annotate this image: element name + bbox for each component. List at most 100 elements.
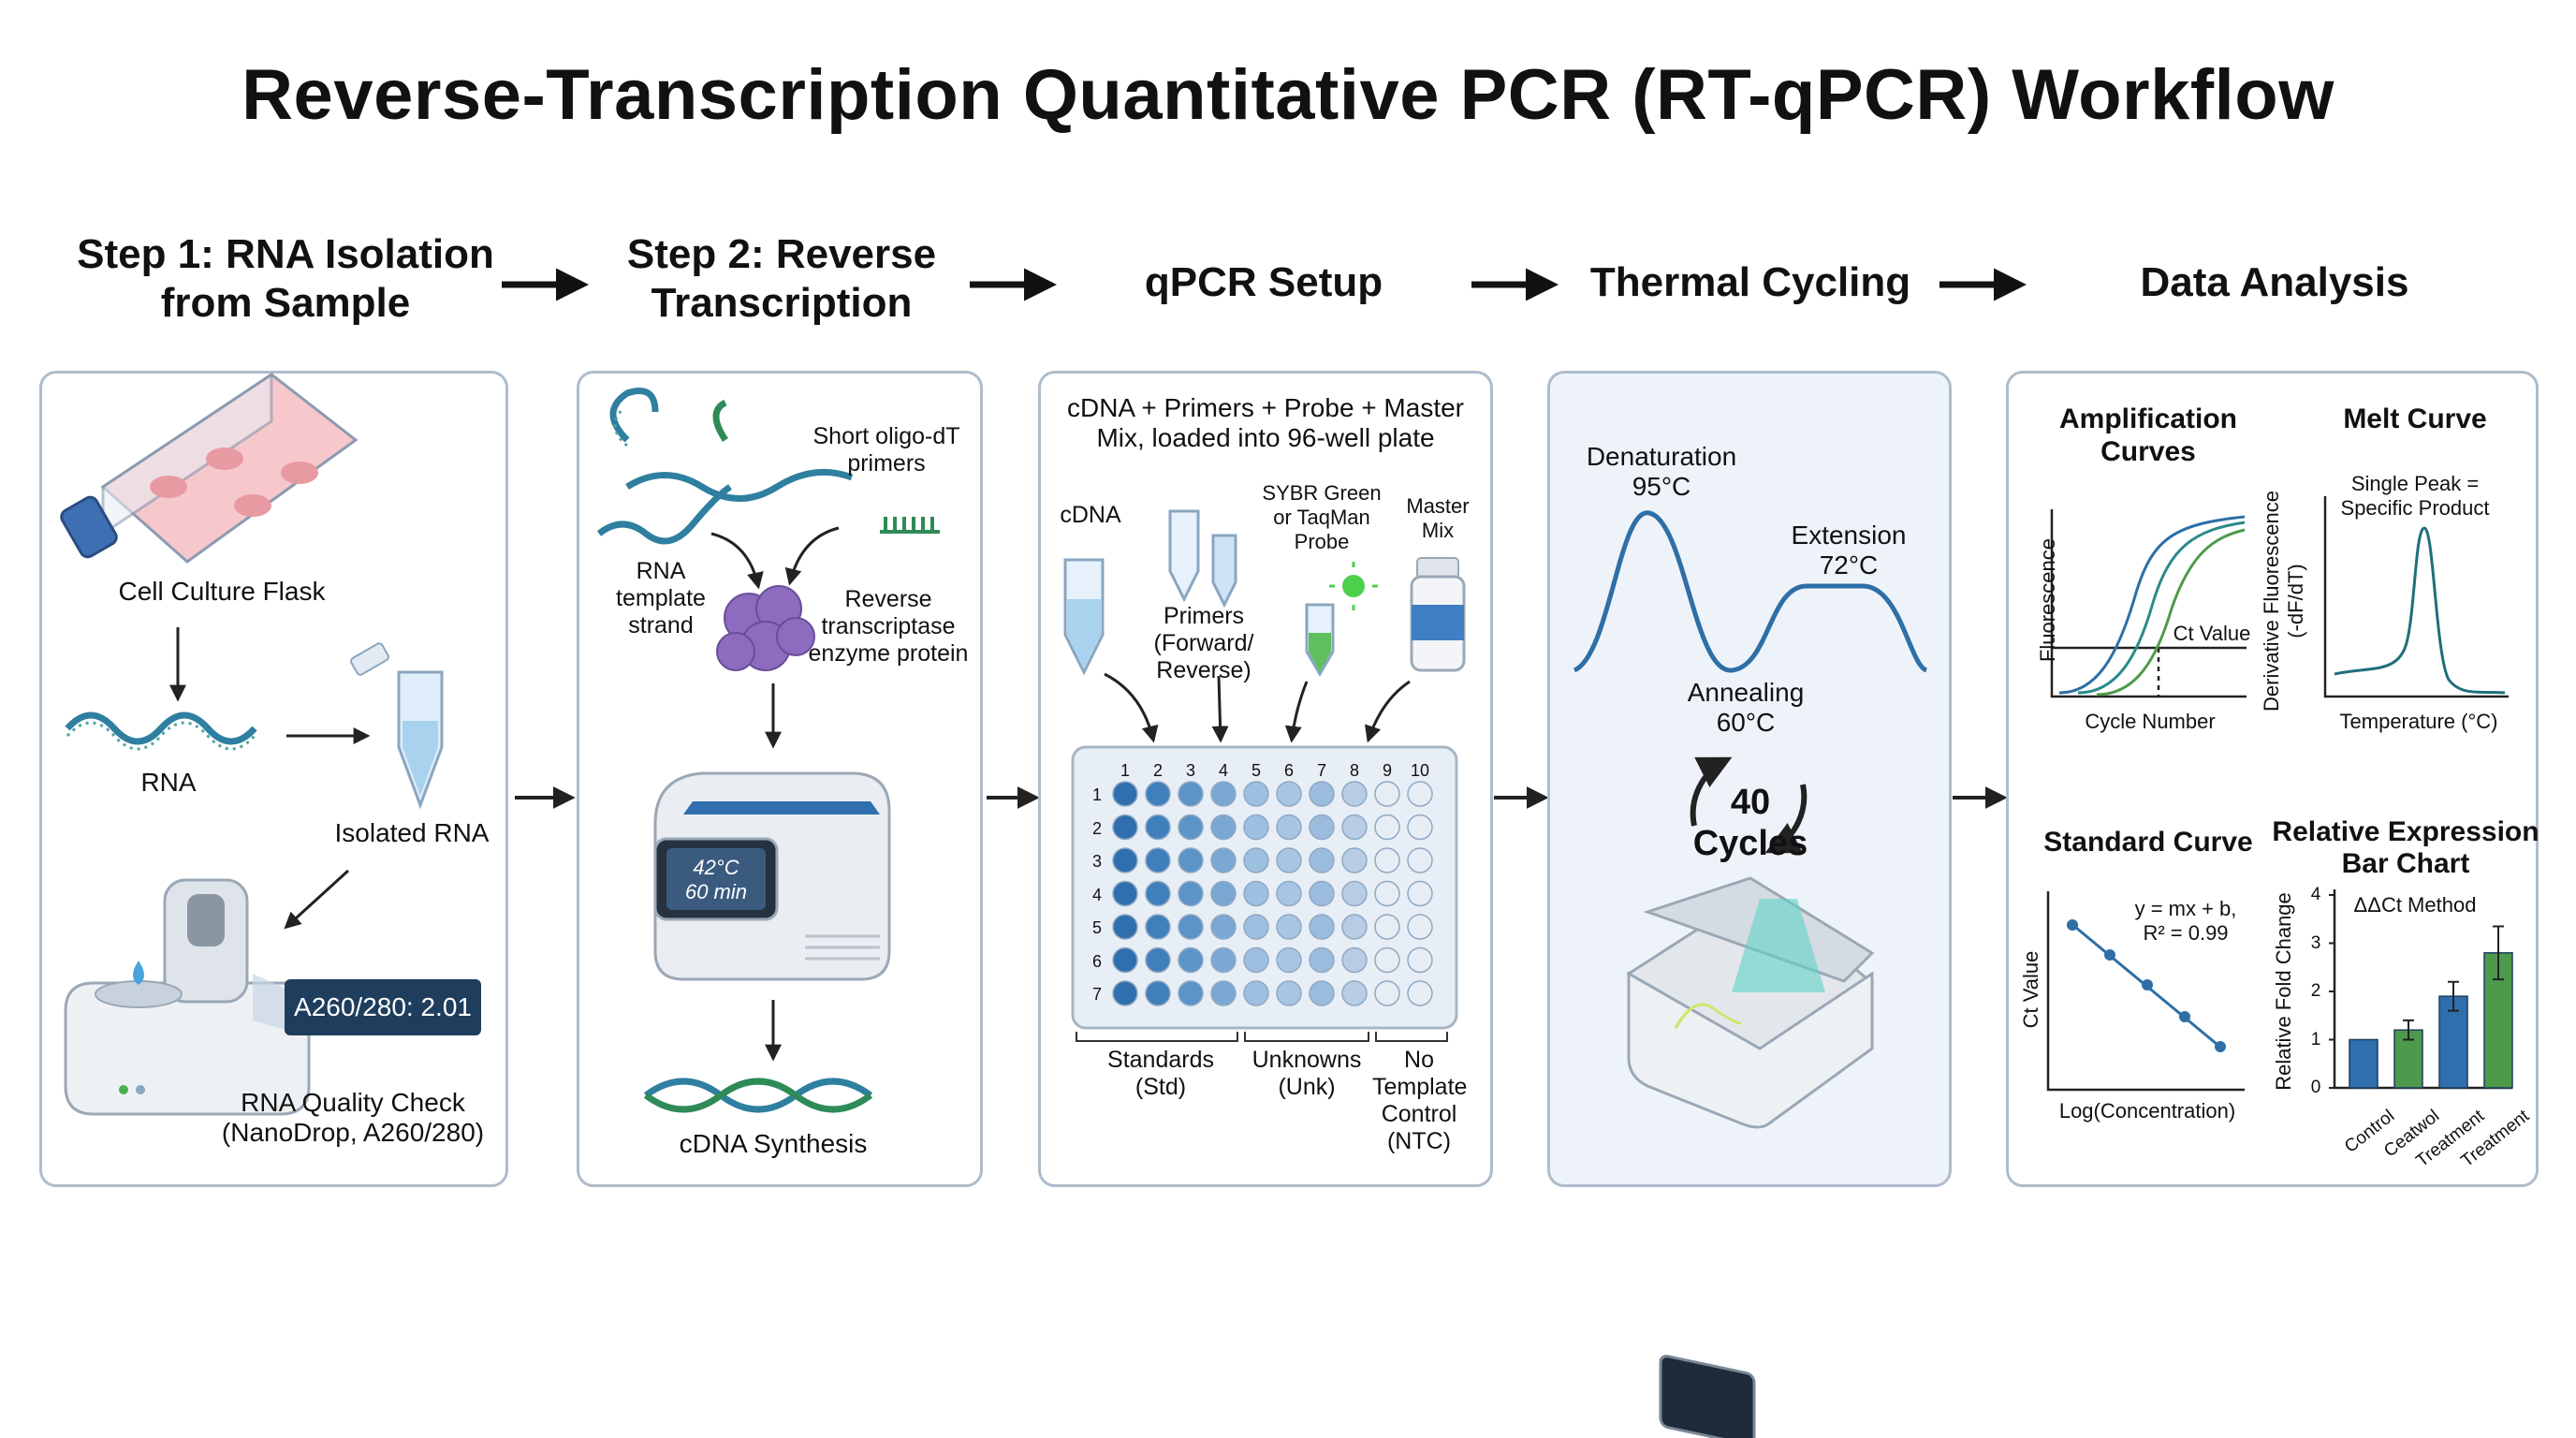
plate-well bbox=[1374, 980, 1400, 1006]
plate-well bbox=[1145, 914, 1171, 940]
plate-column-label: 5 bbox=[1251, 761, 1261, 780]
bar-y-tick-label: 2 bbox=[2310, 981, 2321, 1001]
rna-template-strand-icon bbox=[596, 388, 854, 545]
plate-well bbox=[1112, 847, 1138, 873]
plate-well bbox=[1276, 946, 1302, 974]
plate-well bbox=[1276, 781, 1302, 807]
reverse-transcriptase-icon bbox=[716, 585, 815, 671]
plate-well bbox=[1374, 914, 1400, 940]
reverse-transcriptase-label: Reverse transcriptase enzyme protein bbox=[808, 586, 969, 667]
plate-well bbox=[1309, 781, 1335, 807]
plate-well bbox=[1374, 880, 1400, 907]
plate-well bbox=[1112, 781, 1138, 807]
plate-well bbox=[1210, 814, 1237, 841]
melt-xlabel: Temperature (°C) bbox=[2339, 710, 2498, 733]
master-mix-bottle-icon bbox=[1410, 557, 1466, 672]
melt-ylabel: Derivative Fluorescence (-dF/dT) bbox=[2260, 491, 2307, 712]
bar-method: ΔΔCt Method bbox=[2353, 893, 2477, 917]
step-3-title: qPCR Setup bbox=[1144, 259, 1383, 305]
plate-well bbox=[1276, 914, 1302, 940]
plate-well bbox=[1145, 781, 1171, 807]
cdna-tube-icon bbox=[1063, 558, 1105, 676]
plate-well bbox=[1210, 847, 1237, 873]
rna-quality-check-label: RNA Quality Check (NanoDrop, A260/280) bbox=[221, 1088, 485, 1147]
cycles-count: 40 bbox=[1730, 783, 1771, 822]
cell-culture-flask-label: Cell Culture Flask bbox=[118, 577, 326, 606]
plate-well bbox=[1243, 914, 1269, 940]
rt-screen-temp: 42°C bbox=[693, 856, 739, 879]
isolated-rna-tube-icon bbox=[350, 642, 444, 810]
plate-well bbox=[1374, 946, 1400, 974]
a260-readout-value: A260/280: 2.01 bbox=[294, 992, 472, 1021]
plate-well bbox=[1341, 847, 1368, 873]
plate-well bbox=[1374, 847, 1400, 873]
rt-screen-time: 60 min bbox=[684, 880, 748, 903]
plate-well bbox=[1309, 880, 1335, 907]
plate-well bbox=[1178, 847, 1204, 873]
rna-label: RNA bbox=[140, 768, 197, 797]
plate-column-label: 6 bbox=[1283, 761, 1294, 780]
plate-well bbox=[1178, 781, 1204, 807]
bar-chart-title: Relative Expression Bar Chart bbox=[2272, 816, 2539, 879]
standards-label: Standards (Std) bbox=[1107, 1047, 1214, 1100]
plate-well bbox=[1178, 914, 1204, 940]
rna-template-strand-label: RNA template strand bbox=[616, 558, 706, 638]
amp-curve-1 bbox=[2058, 515, 2246, 695]
plate-column-label: 9 bbox=[1382, 761, 1392, 780]
std-equation: y = mx + b, bbox=[2134, 897, 2237, 920]
amp-ylabel: Fluorescence bbox=[2036, 537, 2059, 663]
cdna-helix-icon bbox=[643, 1078, 873, 1113]
master-mix-label: Master Mix bbox=[1406, 494, 1470, 542]
step-4-title: Thermal Cycling bbox=[1589, 259, 1911, 305]
bar-y-tick-label: 0 bbox=[2310, 1078, 2321, 1097]
qpcr-setup-header: cDNA + Primers + Probe + Master Mix, loa… bbox=[1066, 393, 1465, 452]
cdna-label: cDNA bbox=[1060, 502, 1121, 528]
plate-well bbox=[1407, 880, 1433, 907]
cycles-word: Cycles bbox=[1692, 824, 1808, 863]
plate-well bbox=[1178, 946, 1204, 974]
probe-label: SYBR Green or TaqMan Probe bbox=[1262, 481, 1382, 553]
plate-row-label: 2 bbox=[1091, 818, 1102, 838]
plate-well bbox=[1243, 847, 1269, 873]
melt-peak-line bbox=[2334, 526, 2506, 695]
cdna-synthesis-label: cDNA Synthesis bbox=[679, 1129, 868, 1158]
bar-ylabel: Relative Fold Change bbox=[2272, 892, 2295, 1091]
plate-well bbox=[1341, 914, 1368, 940]
plate-row-label: 5 bbox=[1091, 918, 1102, 937]
plate-well bbox=[1407, 914, 1433, 940]
plate-well bbox=[1112, 814, 1138, 841]
plate-well bbox=[1374, 814, 1400, 841]
plate-well bbox=[1309, 914, 1335, 940]
plate-well bbox=[1145, 880, 1171, 907]
plate-column-label: 2 bbox=[1152, 761, 1163, 780]
plate-column-label: 7 bbox=[1316, 761, 1326, 780]
plate-well bbox=[1145, 980, 1171, 1006]
plate-column-label: 10 bbox=[1410, 761, 1430, 780]
plate-well bbox=[1243, 980, 1269, 1006]
plate-well bbox=[1407, 781, 1433, 807]
error-bar-2 bbox=[2448, 980, 2459, 1012]
bar-y-tick-label: 3 bbox=[2310, 932, 2321, 953]
plate-well bbox=[1276, 880, 1302, 907]
plate-well bbox=[1178, 814, 1204, 841]
ct-value-label: Ct Value bbox=[2173, 622, 2251, 645]
plate-well bbox=[1309, 980, 1335, 1006]
relative-expression-chart bbox=[2329, 889, 2513, 1090]
plate-well bbox=[1341, 980, 1368, 1006]
plate-well bbox=[1210, 946, 1237, 974]
amp-curve-2 bbox=[2077, 521, 2246, 695]
plate-well bbox=[1112, 914, 1138, 940]
plate-well bbox=[1112, 980, 1138, 1006]
plate-well bbox=[1341, 814, 1368, 841]
bar-y-tick-label: 1 bbox=[2310, 1029, 2321, 1049]
step-1-title: Step 1: RNA Isolation from Sample bbox=[77, 231, 494, 326]
primers-tubes-icon bbox=[1168, 509, 1237, 609]
plate-well bbox=[1210, 880, 1237, 907]
plate-well bbox=[1407, 814, 1433, 841]
plate-row-label: 7 bbox=[1091, 985, 1102, 1004]
plate-well bbox=[1243, 814, 1269, 841]
plate-row-label: 3 bbox=[1091, 852, 1102, 871]
plate-column-label: 1 bbox=[1120, 761, 1130, 780]
